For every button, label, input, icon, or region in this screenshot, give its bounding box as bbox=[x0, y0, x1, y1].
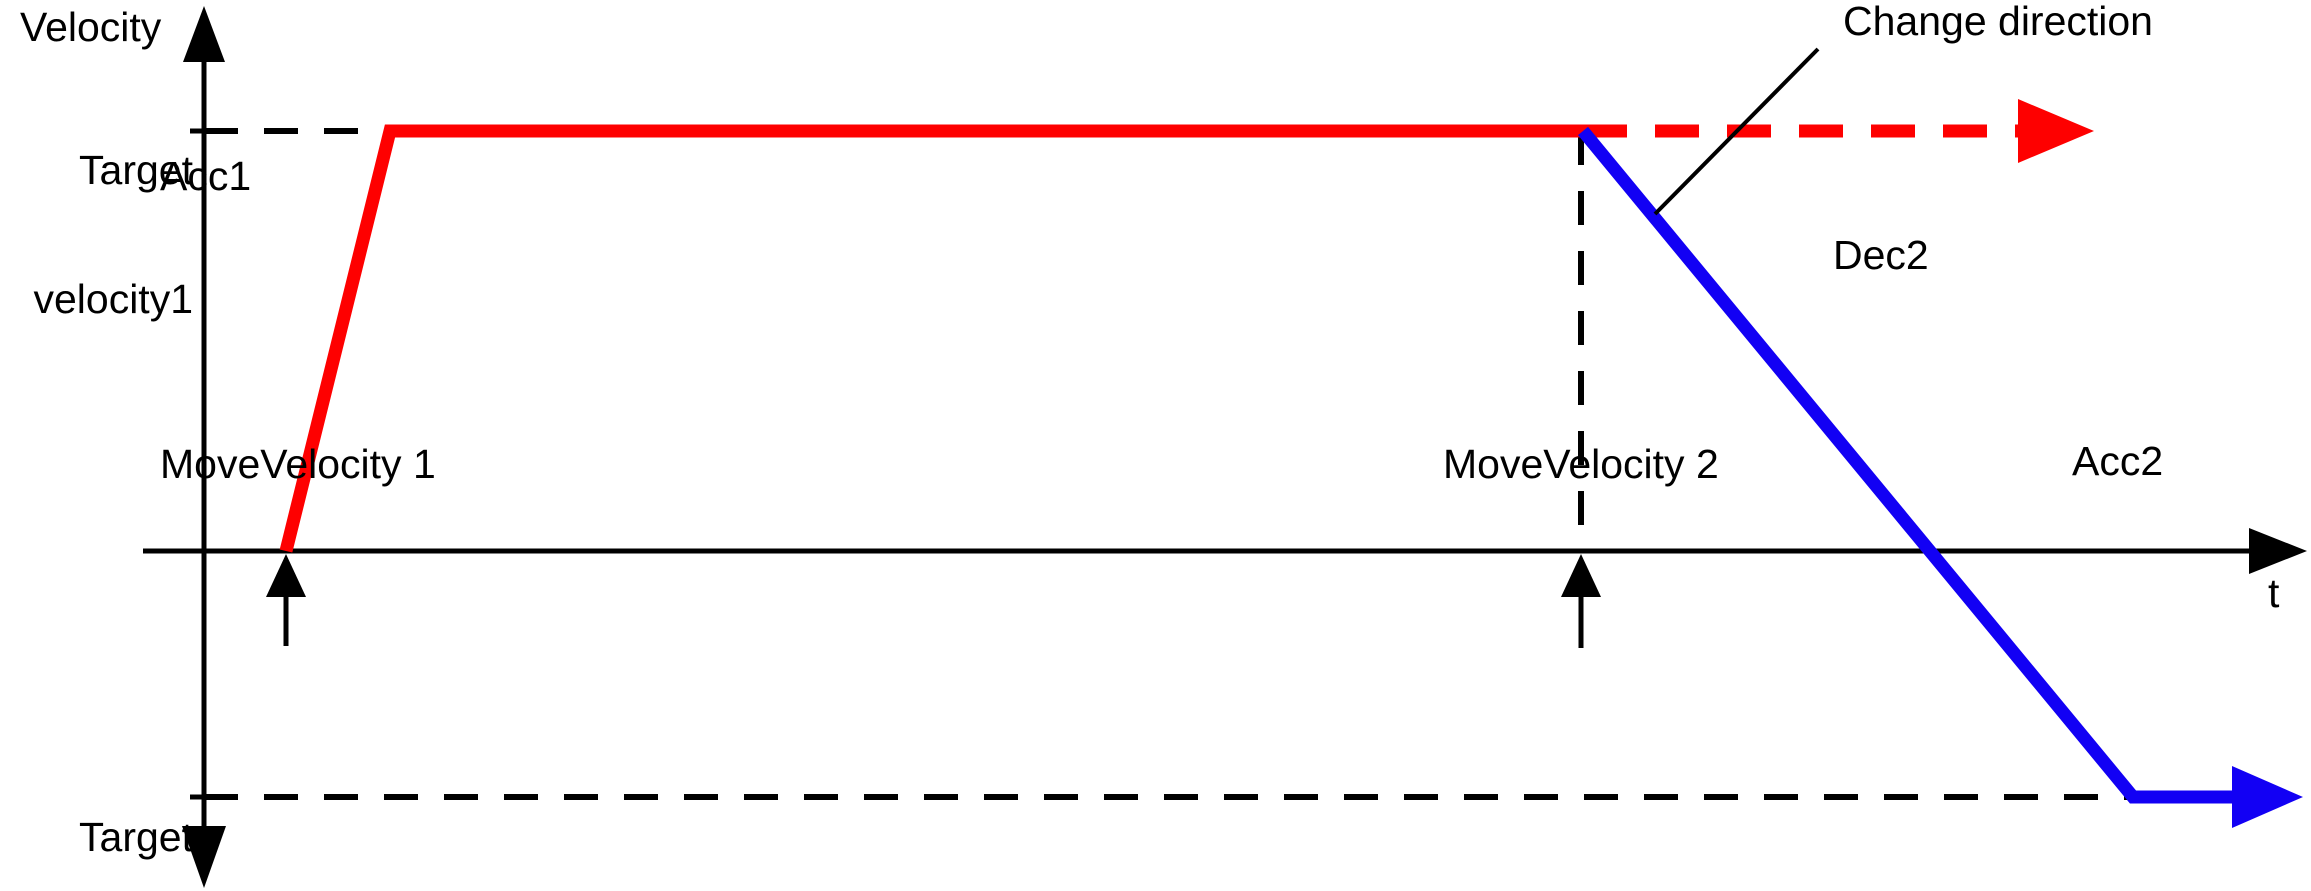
velocity-curves-group bbox=[279, 99, 2303, 828]
segment-1-velocity-curve bbox=[279, 124, 1583, 553]
target-velocity-2-label-line1: Target bbox=[79, 814, 193, 861]
arrow-right-icon bbox=[2018, 99, 2094, 163]
event-markers-group bbox=[266, 554, 1601, 648]
move-velocity-2-label: MoveVelocity 2 bbox=[1443, 441, 1719, 487]
x-axis-label: t bbox=[2268, 570, 2280, 616]
target-velocity-1-label-line2: velocity1 bbox=[33, 276, 193, 323]
annotation-leader-group bbox=[1653, 47, 1820, 216]
arrow-up-icon bbox=[266, 554, 306, 597]
target-velocity-1-label: Target velocity1 bbox=[18, 63, 193, 407]
dec2-label: Dec2 bbox=[1833, 232, 1929, 278]
acc1-label: Acc1 bbox=[160, 153, 252, 199]
acc2-label: Acc2 bbox=[2072, 438, 2164, 484]
change-direction-label: Change direction bbox=[1843, 0, 2153, 44]
change-direction-leader-line bbox=[1653, 47, 1820, 216]
segment-2-velocity-curve bbox=[1577, 126, 2248, 804]
arrow-right-icon bbox=[2232, 766, 2303, 828]
arrow-up-icon bbox=[183, 6, 225, 62]
move-velocity-1-label: MoveVelocity 1 bbox=[160, 441, 436, 487]
reference-lines-group bbox=[190, 128, 2133, 800]
arrow-down-icon bbox=[182, 826, 226, 888]
arrow-right-icon bbox=[2249, 528, 2307, 574]
target-velocity-2-label: Target velocity2 bbox=[18, 730, 193, 891]
axes-group bbox=[143, 6, 2307, 888]
target-velocity-1-label-line1: Target bbox=[79, 147, 193, 194]
arrow-up-icon bbox=[1561, 554, 1601, 597]
y-axis-label: Velocity bbox=[20, 4, 162, 50]
